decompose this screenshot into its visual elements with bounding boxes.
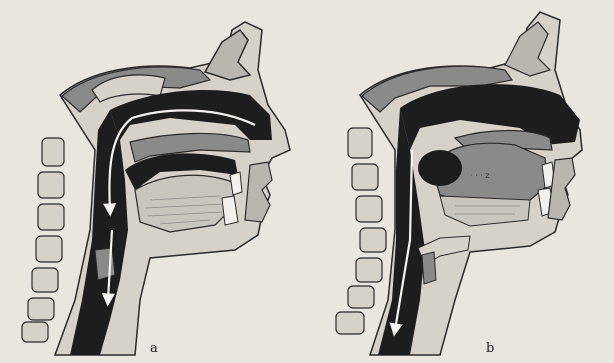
vertebrae-b	[336, 128, 386, 334]
soft-palate-b	[418, 150, 462, 186]
vertebrae-a	[22, 138, 64, 342]
larynx-a	[95, 248, 115, 280]
panel-b: · · · z b	[336, 12, 582, 356]
panel-label-a: a	[150, 341, 158, 356]
tongue-mark-b: · · · z	[470, 171, 489, 180]
epiglottis-b	[422, 252, 436, 284]
panel-label-b: b	[486, 341, 494, 356]
panel-a: a	[22, 22, 290, 356]
